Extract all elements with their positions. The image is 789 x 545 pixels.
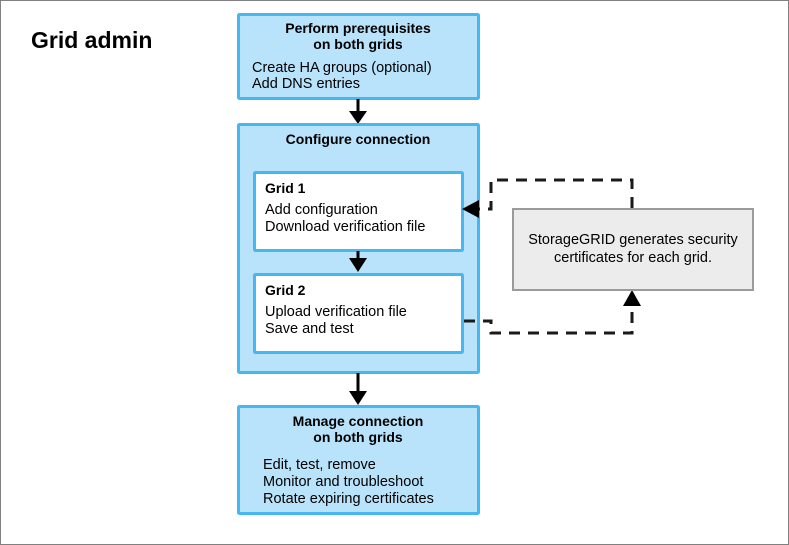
prerequisites-heading-line-2: on both grids	[313, 36, 403, 52]
prerequisites-heading-line-1: Perform prerequisites	[285, 20, 431, 36]
manage-body-line-2: Monitor and troubleshoot	[263, 474, 423, 490]
note-line-1: StorageGRID generates security	[528, 232, 738, 248]
grid-2-body-line-1: Upload verification file	[265, 304, 407, 320]
manage-heading-line-2: on both grids	[313, 429, 403, 445]
note-line-2: certificates for each grid.	[554, 250, 712, 266]
configure-heading: Configure connection	[286, 131, 431, 147]
node-configure-connection[interactable]: Configure connection Grid 1 Add configur…	[237, 123, 480, 374]
arrow-grid-1-to-grid-2	[349, 251, 367, 272]
node-grid-2[interactable]: Grid 2 Upload verification file Save and…	[253, 273, 464, 354]
manage-body-line-1: Edit, test, remove	[263, 457, 376, 473]
page-title: Grid admin	[31, 27, 152, 53]
grid-1-body-line-1: Add configuration	[265, 202, 378, 218]
note-storagegrid-certificates[interactable]: StorageGRID generates security certifica…	[512, 208, 754, 291]
manage-body-line-3: Rotate expiring certificates	[263, 491, 434, 507]
manage-heading-line-1: Manage connection	[293, 413, 424, 429]
dashed-arrow-grid-2-to-note	[464, 290, 641, 335]
dashed-arrow-note-to-grid-1	[462, 178, 634, 218]
prerequisites-body-line-2: Add DNS entries	[252, 76, 360, 92]
prerequisites-body-line-1: Create HA groups (optional)	[252, 60, 432, 76]
arrow-configure-to-manage	[349, 373, 367, 405]
grid-2-heading: Grid 2	[265, 282, 306, 298]
grid-1-body-line-2: Download verification file	[265, 219, 425, 235]
node-grid-1[interactable]: Grid 1 Add configuration Download verifi…	[253, 171, 464, 252]
grid-2-box	[253, 273, 464, 354]
prerequisites-box	[237, 13, 480, 100]
grid-2-body-line-2: Save and test	[265, 321, 354, 337]
grid-1-heading: Grid 1	[265, 180, 306, 196]
manage-box	[237, 405, 480, 515]
note-box	[512, 208, 754, 291]
node-perform-prerequisites[interactable]: Perform prerequisites on both grids Crea…	[237, 13, 480, 100]
arrow-prerequisites-to-configure	[349, 99, 367, 124]
grid-1-box	[253, 171, 464, 252]
node-manage-connection[interactable]: Manage connection on both grids Edit, te…	[237, 405, 480, 515]
